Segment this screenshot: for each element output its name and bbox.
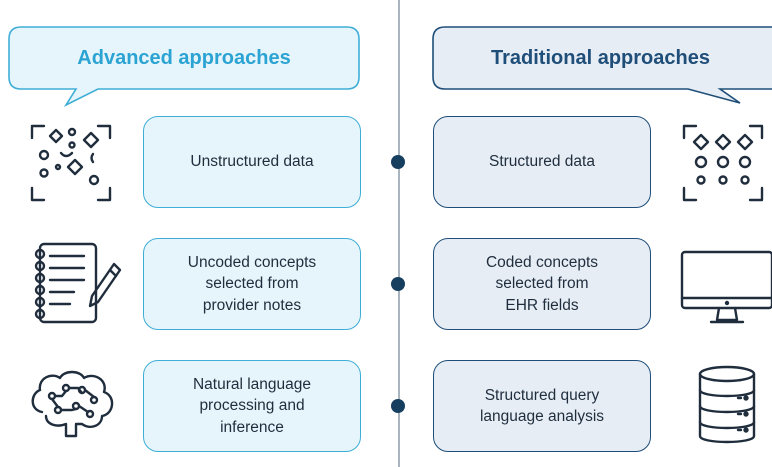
computer-monitor-icon: [680, 250, 772, 324]
notepad-pencil-icon: [34, 242, 122, 324]
structured-data-icon: [682, 124, 764, 202]
advanced-item-natural-language-processing: Natural language processing and inferenc…: [143, 360, 361, 452]
brain-circuit-icon: [31, 370, 114, 438]
traditional-item-label: Structured query language analysis: [479, 386, 605, 425]
traditional-item-coded-concepts: Coded concepts selected from EHR fields: [433, 238, 651, 330]
timeline-dot: [391, 155, 405, 169]
database-icon: [698, 365, 756, 444]
timeline-dot: [391, 399, 405, 413]
traditional-item-structured-data: Structured data: [433, 116, 651, 208]
traditional-item-structured-query: Structured query language analysis: [433, 360, 651, 452]
traditional-approaches-title: Traditional approaches: [491, 46, 710, 69]
advanced-item-label: Unstructured data: [190, 153, 314, 171]
advanced-item-uncoded-concepts: Uncoded concepts selected from provider …: [143, 238, 361, 330]
advanced-item-label: Uncoded concepts selected from provider …: [187, 253, 317, 314]
center-divider: [398, 0, 400, 467]
traditional-callout-shape: [432, 26, 772, 104]
advanced-approaches-title: Advanced approaches: [77, 46, 291, 69]
advanced-item-label: Natural language processing and inferenc…: [192, 375, 312, 436]
traditional-item-label: Structured data: [489, 153, 595, 171]
traditional-item-label: Coded concepts selected from EHR fields: [485, 253, 599, 314]
advanced-item-unstructured-data: Unstructured data: [143, 116, 361, 208]
unstructured-data-icon: [30, 124, 112, 202]
advanced-callout-shape: [8, 26, 360, 107]
timeline-dot: [391, 277, 405, 291]
